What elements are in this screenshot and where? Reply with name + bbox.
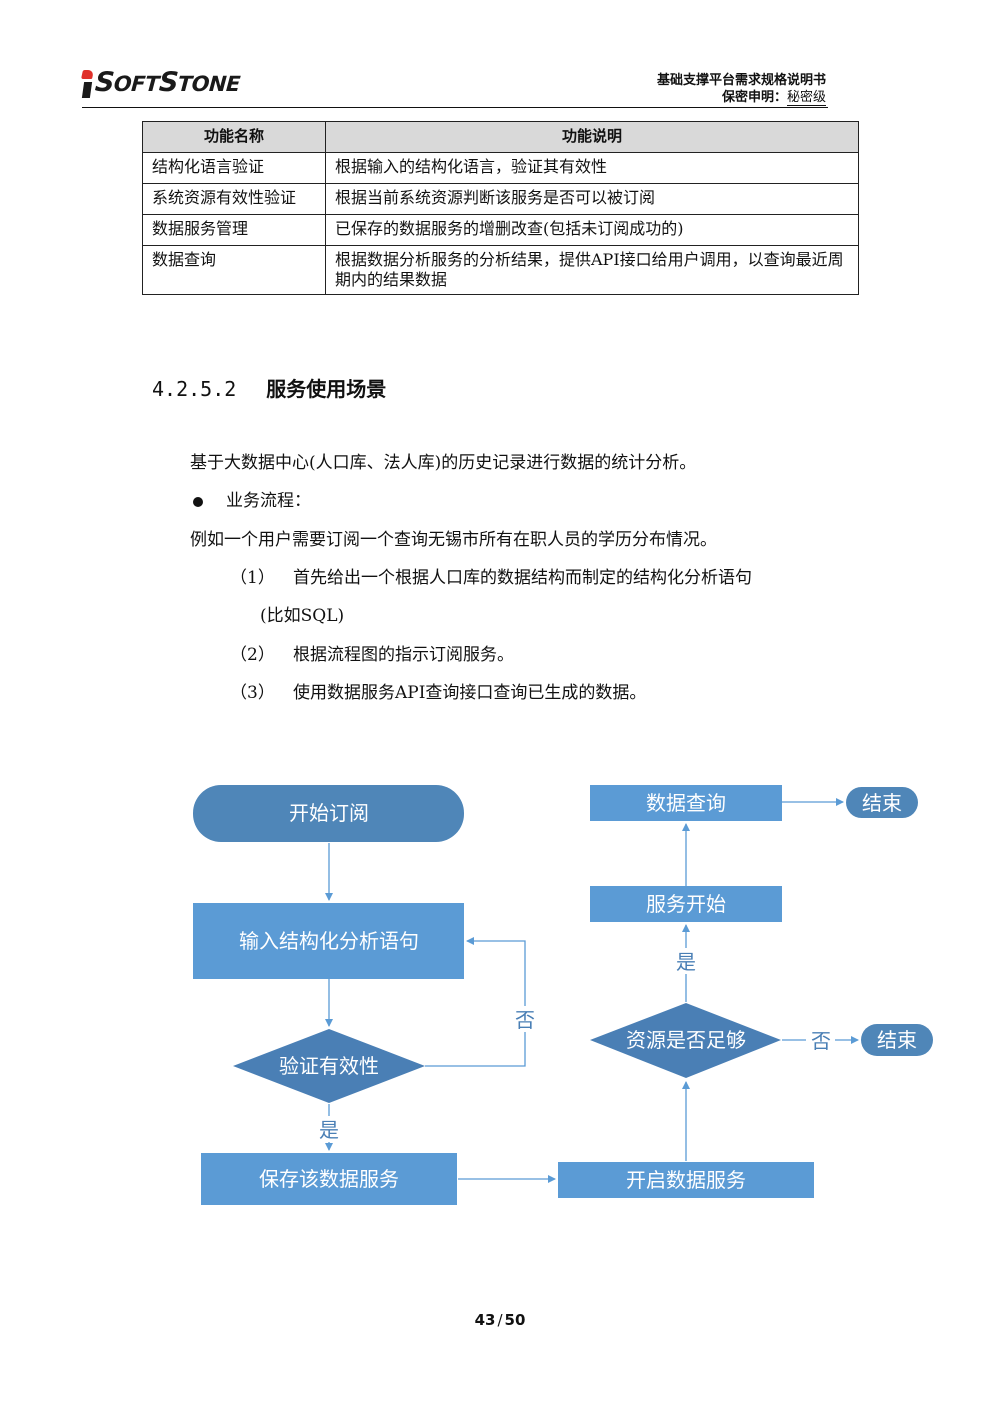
secrecy-level: 秘密级 — [786, 90, 826, 106]
label-yes-right: 是 — [676, 950, 696, 974]
table-row: 系统资源有效性验证 根据当前系统资源判断该服务是否可以被订阅 — [142, 183, 859, 215]
function-table: 功能名称 功能说明 结构化语言验证 根据输入的结构化语言，验证其有效性 系统资源… — [142, 121, 859, 295]
current-page: 43 — [474, 1311, 496, 1329]
document-header: 基础支撑平台需求规格说明书 保密申明：秘密级 — [657, 72, 826, 106]
table-cell: 已保存的数据服务的增删改查(包括未订阅成功的) — [325, 214, 859, 246]
step-text: 使用数据服务API查询接口查询已生成的数据。 — [293, 683, 647, 703]
node-start-label: 开始订阅 — [289, 801, 369, 825]
step-text-continued: (比如SQL) — [260, 606, 345, 626]
node-input: 输入结构化分析语句 — [193, 903, 464, 979]
node-query: 数据查询 — [590, 785, 782, 821]
node-save-label: 保存该数据服务 — [259, 1167, 399, 1191]
arrow-validate-no-loop — [425, 937, 526, 1067]
section-title: 服务使用场景 — [266, 377, 387, 401]
table-cell: 系统资源有效性验证 — [142, 183, 326, 215]
table-cell: 数据服务管理 — [142, 214, 326, 246]
table-cell: 数据查询 — [142, 245, 326, 295]
flow-arrows — [325, 798, 859, 1183]
section-number: 4.2.5.2 — [152, 377, 237, 401]
node-end-right: 结束 — [861, 1024, 933, 1056]
step-text: 根据流程图的指示订阅服务。 — [293, 645, 514, 665]
bullet-text: 业务流程： — [226, 491, 311, 511]
step-number: （3） — [230, 683, 275, 703]
node-end-top: 结束 — [846, 787, 918, 818]
node-end-top-label: 结束 — [862, 791, 902, 815]
bullet-dot-icon — [193, 497, 203, 507]
node-validate-decision: 验证有效性 — [233, 1029, 425, 1103]
table-row: 数据查询 根据数据分析服务的分析结果，提供API接口给用户调用，以查询最近周期内… — [142, 245, 859, 295]
page-number: 43/50 — [474, 1311, 526, 1329]
example-paragraph: 例如一个用户需要订阅一个查询无锡市所有在职人员的学历分布情况。 — [190, 530, 717, 550]
node-query-label: 数据查询 — [646, 791, 726, 815]
total-pages: 50 — [504, 1311, 526, 1329]
node-end-right-label: 结束 — [877, 1028, 917, 1052]
node-service-start-label: 服务开始 — [646, 892, 726, 916]
label-yes-left: 是 — [319, 1118, 339, 1142]
node-input-label: 输入结构化分析语句 — [239, 929, 419, 953]
label-no-right: 否 — [811, 1029, 831, 1053]
document-title: 基础支撑平台需求规格说明书 — [656, 73, 826, 88]
section-heading: 4.2.5.2 服务使用场景 — [152, 373, 386, 402]
node-resource-decision: 资源是否足够 — [590, 1003, 781, 1078]
label-no-left: 否 — [515, 1008, 535, 1032]
node-enable: 开启数据服务 — [558, 1162, 814, 1198]
node-start: 开始订阅 — [193, 785, 464, 842]
secrecy-statement: 保密申明：秘密级 — [721, 90, 826, 106]
node-resource-label: 资源是否足够 — [626, 1028, 746, 1052]
step-number: （2） — [230, 645, 275, 665]
node-validate-label: 验证有效性 — [279, 1054, 379, 1078]
table-header-desc: 功能说明 — [325, 121, 859, 153]
table-header-name: 功能名称 — [142, 121, 326, 153]
table-cell: 根据数据分析服务的分析结果，提供API接口给用户调用，以查询最近周期内的结果数据 — [325, 245, 859, 295]
table-row: 数据服务管理 已保存的数据服务的增删改查(包括未订阅成功的) — [142, 214, 859, 246]
table-header-row: 功能名称 功能说明 — [142, 121, 859, 153]
intro-paragraph: 基于大数据中心(人口库、法人库)的历史记录进行数据的统计分析。 — [190, 453, 697, 473]
step-text: 首先给出一个根据人口库的数据结构而制定的结构化分析语句 — [293, 568, 752, 588]
node-enable-label: 开启数据服务 — [626, 1168, 746, 1192]
node-save: 保存该数据服务 — [201, 1153, 457, 1205]
table-cell: 结构化语言验证 — [142, 152, 326, 184]
table-cell: 根据当前系统资源判断该服务是否可以被订阅 — [325, 183, 859, 215]
header-divider — [82, 107, 828, 108]
step-number: （1） — [230, 568, 275, 588]
node-service-start: 服务开始 — [590, 886, 782, 922]
